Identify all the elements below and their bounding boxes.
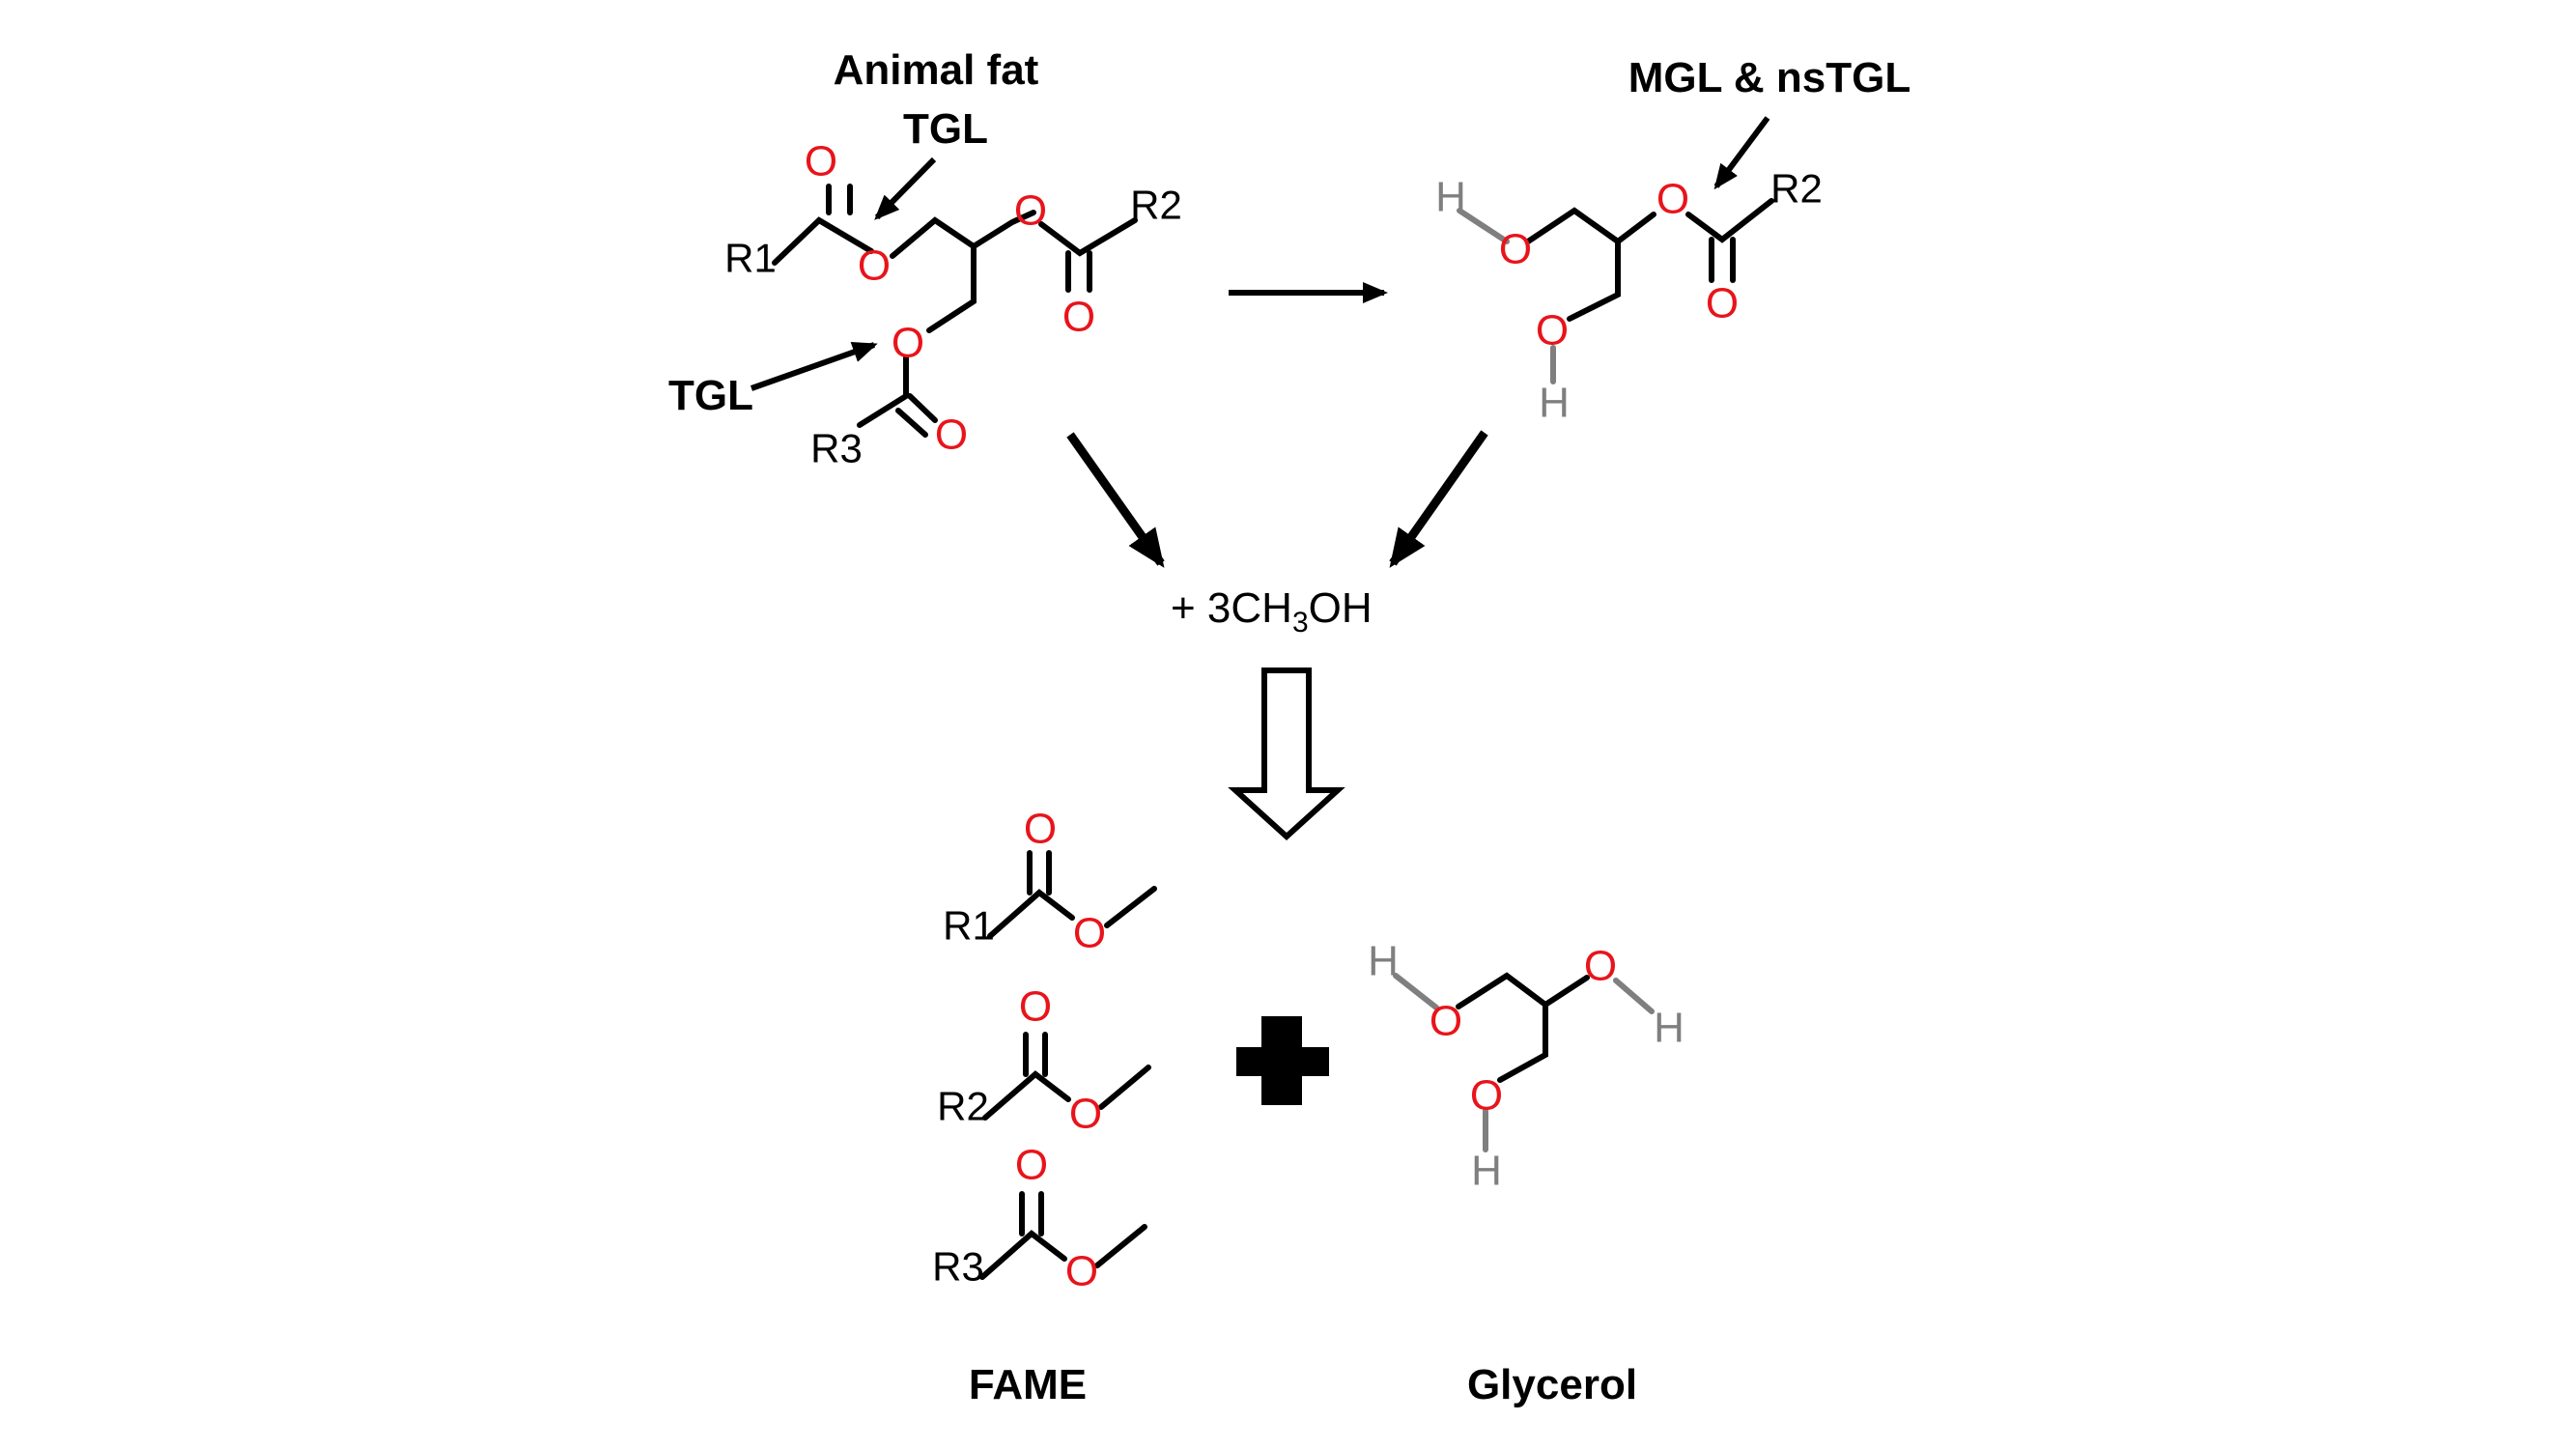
oxygen-atom: O xyxy=(1069,1091,1102,1138)
fame-molecule-2: O O R2 xyxy=(937,983,1151,1138)
r1-group: R1 xyxy=(943,903,995,949)
oxygen-atom: O xyxy=(1584,943,1617,990)
oxygen-atom: O xyxy=(1019,983,1052,1031)
mgl-nstgl-label: MGL & nsTGL xyxy=(1628,54,1911,101)
r3-group: R3 xyxy=(932,1244,984,1290)
fame-molecule-1: O O R1 xyxy=(943,806,1157,957)
bond-backbone-upper xyxy=(1456,972,1590,1009)
bond-r1-carbonyl xyxy=(772,216,874,266)
bond-ester-2 xyxy=(1685,198,1774,243)
oxygen-atom: O xyxy=(1073,910,1106,957)
bond-backbone-lower xyxy=(1497,1002,1548,1083)
oxygen-atom: O xyxy=(1430,998,1462,1045)
ester-chain-bonds xyxy=(979,1224,1147,1280)
oxygen-atom: O xyxy=(935,412,968,459)
tgl-left-pointer-arrow xyxy=(750,341,878,391)
r2-group: R2 xyxy=(1770,166,1823,212)
tgl-left-label: TGL xyxy=(668,372,753,419)
monoglyceride-molecule: MGL & nsTGL H O O R2 O H O xyxy=(1435,54,1911,427)
hydrogen-atom: H xyxy=(1368,938,1399,985)
oxygen-atom: O xyxy=(1065,1248,1098,1295)
bond-backbone-lower xyxy=(926,243,977,333)
bond-c3-o-double-b xyxy=(895,408,928,438)
oxygen-atom: O xyxy=(1062,294,1095,341)
r2-group: R2 xyxy=(937,1084,989,1129)
bond-backbone-upper xyxy=(1525,207,1656,245)
tgl-to-methanol-arrow xyxy=(1066,432,1165,568)
tgl-top-pointer-arrow xyxy=(874,156,937,220)
animal-fat-label: Animal fat xyxy=(834,46,1039,94)
bond-o-h xyxy=(1393,973,1439,1010)
oxygen-atom: O xyxy=(1656,176,1689,223)
oxygen-atom: O xyxy=(1015,1142,1048,1189)
bond-o-h xyxy=(1613,978,1655,1014)
oxygen-atom: O xyxy=(858,242,891,290)
bond-backbone-upper xyxy=(890,210,1036,259)
oxygen-atom: O xyxy=(1536,307,1569,355)
bond-ester-2 xyxy=(1038,217,1138,257)
hydrogen-atom: H xyxy=(1435,174,1466,221)
r1-group: R1 xyxy=(724,236,777,281)
hollow-down-arrow xyxy=(1228,668,1345,841)
glycerol-label: Glycerol xyxy=(1467,1361,1637,1408)
glycerol-molecule: H O O H O H xyxy=(1368,938,1684,1195)
hydrogen-atom: H xyxy=(1654,1005,1684,1052)
oxygen-atom: O xyxy=(1014,187,1047,235)
bond-o-h xyxy=(1457,208,1510,244)
fame-label: FAME xyxy=(969,1361,1087,1408)
mgl-pointer-arrow xyxy=(1713,116,1770,190)
r2-group: R2 xyxy=(1130,183,1182,228)
oxygen-atom: O xyxy=(805,138,837,185)
oxygen-atom: O xyxy=(1706,280,1739,327)
oxygen-atom: O xyxy=(892,320,924,367)
ester-chain-bonds xyxy=(987,886,1157,939)
bond-ester-3 xyxy=(857,355,909,428)
tgl-top-label: TGL xyxy=(903,105,988,153)
triglyceride-molecule: Animal fat TGL O O O O O O R1 R2 R3 TGL xyxy=(668,46,1182,471)
fame-molecule-3: O O R3 xyxy=(932,1142,1147,1295)
oxygen-atom: O xyxy=(1499,226,1532,273)
bond-c3-o-double-a xyxy=(907,393,938,423)
oxygen-atom: O xyxy=(1024,806,1057,853)
r3-group: R3 xyxy=(810,426,863,471)
bond-backbone-lower xyxy=(1567,239,1621,322)
methanol-label: + 3CH3OH xyxy=(1171,584,1373,639)
hydrogen-atom: H xyxy=(1471,1148,1502,1195)
mgl-to-methanol-arrow xyxy=(1389,430,1488,568)
hydrogen-atom: H xyxy=(1539,380,1570,427)
oxygen-atom: O xyxy=(1470,1072,1503,1120)
ester-chain-bonds xyxy=(982,1065,1151,1121)
plus-sign xyxy=(1236,1016,1329,1105)
